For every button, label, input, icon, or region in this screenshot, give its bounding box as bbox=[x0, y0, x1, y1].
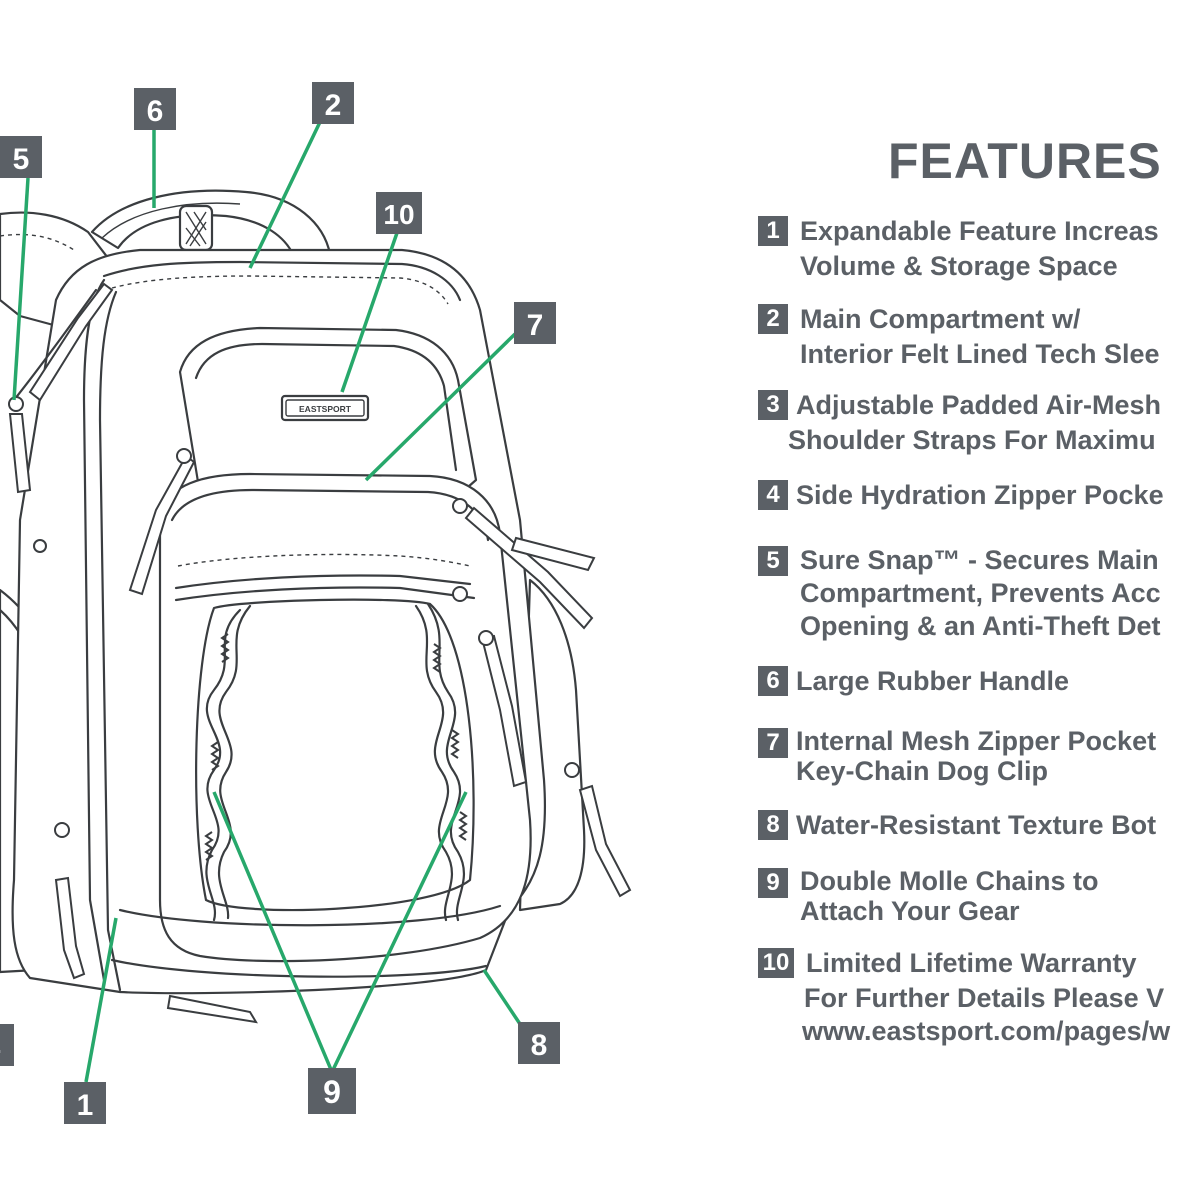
feature-badge: 6 bbox=[758, 666, 788, 696]
feature-badge: 10 bbox=[758, 948, 794, 978]
callout-5: 5 bbox=[0, 136, 42, 178]
svg-text:9: 9 bbox=[323, 1074, 341, 1110]
feature-line: Adjustable Padded Air-Mesh bbox=[796, 390, 1162, 420]
svg-text:10: 10 bbox=[383, 199, 414, 230]
feature-line: Opening & an Anti-Theft Det bbox=[800, 611, 1161, 641]
features-title: FEATURES bbox=[888, 133, 1162, 189]
feature-badge: 8 bbox=[758, 810, 788, 840]
backpack-illustration: EASTSPORT bbox=[0, 189, 632, 1024]
callout-10: 10 bbox=[376, 192, 422, 234]
svg-text:1: 1 bbox=[77, 1089, 94, 1122]
feature-line: Compartment, Prevents Acc bbox=[800, 578, 1161, 608]
feature-line: Interior Felt Lined Tech Slee bbox=[800, 339, 1160, 369]
callout-8: 8 bbox=[518, 1022, 560, 1064]
feature-line: Key-Chain Dog Clip bbox=[796, 756, 1049, 786]
feature-line: Main Compartment w/ bbox=[800, 304, 1081, 334]
feature-line: For Further Details Please V bbox=[804, 983, 1165, 1013]
callout-9: 9 bbox=[308, 1068, 356, 1114]
svg-text:7: 7 bbox=[527, 309, 544, 342]
logo-plate: EASTSPORT bbox=[280, 394, 370, 422]
svg-text:8: 8 bbox=[531, 1029, 548, 1062]
feature-line: Volume & Storage Space bbox=[800, 251, 1118, 281]
feature-badge: 9 bbox=[758, 868, 788, 898]
callout-4: 4 bbox=[0, 1024, 14, 1066]
feature-badge: 1 bbox=[758, 216, 788, 246]
feature-line: Attach Your Gear bbox=[800, 896, 1020, 926]
feature-badge: 3 bbox=[758, 390, 788, 420]
feature-line: Double Molle Chains to bbox=[800, 866, 1099, 896]
feature-badge: 7 bbox=[758, 728, 788, 758]
svg-text:6: 6 bbox=[147, 95, 164, 128]
feature-line: Expandable Feature Increas bbox=[800, 216, 1159, 246]
feature-line: Sure Snap™ - Secures Main bbox=[800, 545, 1159, 575]
feature-line: Internal Mesh Zipper Pocket bbox=[796, 726, 1157, 756]
feature-badge: 4 bbox=[758, 480, 788, 510]
feature-line: Water-Resistant Texture Bot bbox=[796, 810, 1157, 840]
features-panel: FEATURES 1 Expandable Feature Increas Vo… bbox=[752, 128, 1200, 1078]
callout-1: 1 bbox=[64, 1082, 106, 1124]
front-mesh-pocket bbox=[158, 472, 532, 963]
logo-text: EASTSPORT bbox=[299, 404, 352, 414]
zipper-pullers bbox=[8, 282, 632, 1024]
feature-line: www.eastsport.com/pages/w bbox=[802, 1016, 1171, 1046]
svg-text:5: 5 bbox=[13, 143, 30, 176]
callout-2: 2 bbox=[312, 82, 354, 124]
feature-line: Limited Lifetime Warranty bbox=[806, 948, 1137, 978]
feature-badge: 5 bbox=[758, 546, 788, 576]
feature-badge: 2 bbox=[758, 304, 788, 334]
callout-7: 7 bbox=[514, 302, 556, 344]
callout-6: 6 bbox=[134, 88, 176, 130]
feature-line: Large Rubber Handle bbox=[796, 666, 1070, 696]
molle-chains bbox=[204, 633, 468, 861]
feature-line: Side Hydration Zipper Pocke bbox=[796, 480, 1164, 510]
feature-line: Shoulder Straps For Maximu bbox=[788, 425, 1156, 455]
svg-text:2: 2 bbox=[325, 89, 342, 122]
leader-lines bbox=[12, 121, 522, 1083]
svg-text:4: 4 bbox=[0, 1031, 1, 1064]
